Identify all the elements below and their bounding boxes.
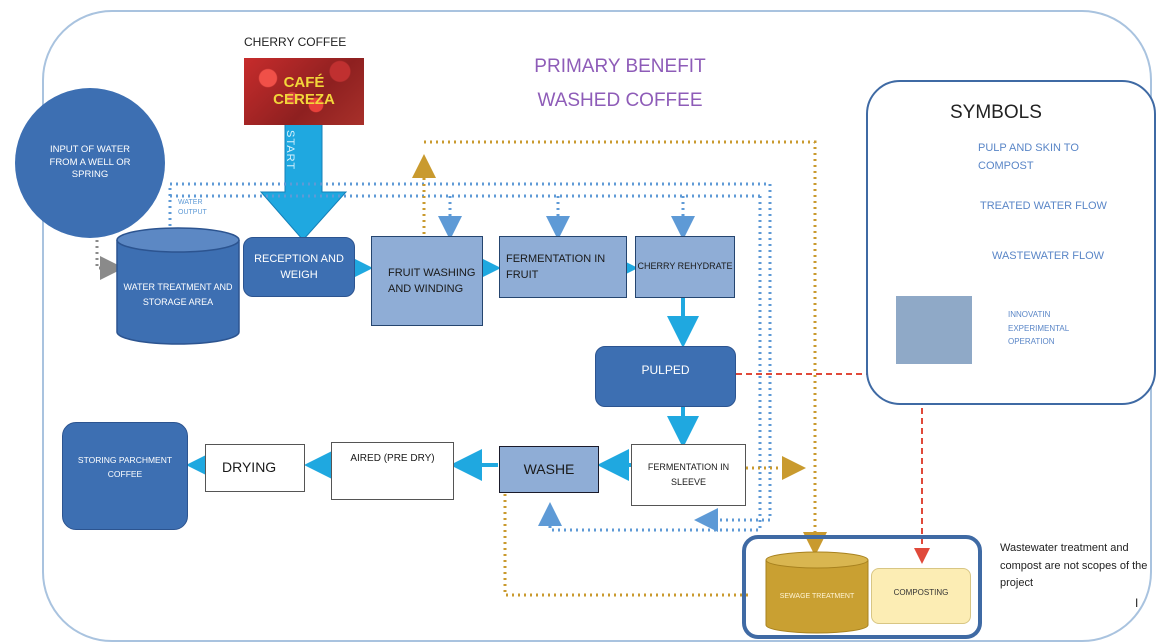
- cherry-coffee-label: CHERRY COFFEE: [244, 35, 347, 49]
- storing-parchment-box: STORING PARCHMENT COFFEE: [62, 422, 188, 530]
- cursor-mark: I: [1135, 596, 1139, 610]
- washe-box: WASHE: [499, 446, 599, 493]
- title-line2: WASHED COFFEE: [537, 90, 703, 111]
- water-output-label: WATER OUTPUT: [178, 199, 207, 216]
- input-water-circle: INPUT OF WATER FROM A WELL OR SPRING: [15, 88, 165, 238]
- pulped-box: PULPED: [595, 346, 736, 407]
- legend-innovation-swatch: [896, 296, 972, 364]
- legend-pulp-label: PULP AND SKIN TO COMPOST: [978, 142, 1079, 172]
- reception-weigh-box: RECEPTION AND WEIGH: [243, 237, 355, 297]
- scope-note: Wastewater treatment and compost are not…: [1000, 542, 1148, 590]
- legend-treated-label: TREATED WATER FLOW: [980, 200, 1107, 212]
- start-arrow: [259, 115, 348, 241]
- fermentation-fruit-box: FERMENTATION IN FRUIT: [499, 236, 627, 298]
- symbols-legend: SYMBOLS PULP AND SKIN TO COMPOST TREATED…: [866, 80, 1156, 405]
- composting-box: COMPOSTING: [871, 568, 971, 624]
- cherry-rehydrate-box: CHERRY REHYDRATE: [635, 236, 735, 298]
- cherry-coffee-image: CAFÉ CEREZA: [244, 58, 364, 125]
- water-treatment-label: WATER TREATMENT AND STORAGE AREA: [123, 281, 233, 307]
- legend-innovation-label: INNOVATIN EXPERIMENTAL OPERATION: [1008, 310, 1069, 347]
- treatment-group-box: [742, 535, 982, 639]
- cherry-image-text2: CEREZA: [273, 91, 335, 108]
- fermentation-sleeve-box: FERMENTATION IN SLEEVE: [631, 444, 746, 506]
- fruit-washing-box: FRUIT WASHING AND WINDING: [371, 236, 483, 326]
- title-line1: PRIMARY BENEFIT: [534, 56, 706, 77]
- legend-title: SYMBOLS: [950, 102, 1042, 123]
- cherry-image-text1: CAFÉ: [283, 74, 325, 91]
- drying-box: DRYING: [205, 444, 305, 492]
- sewage-label: SEWAGE TREATMENT: [779, 593, 855, 601]
- aired-box: AIRED (PRE DRY): [331, 442, 454, 500]
- legend-wastewater-label: WASTEWATER FLOW: [992, 250, 1105, 262]
